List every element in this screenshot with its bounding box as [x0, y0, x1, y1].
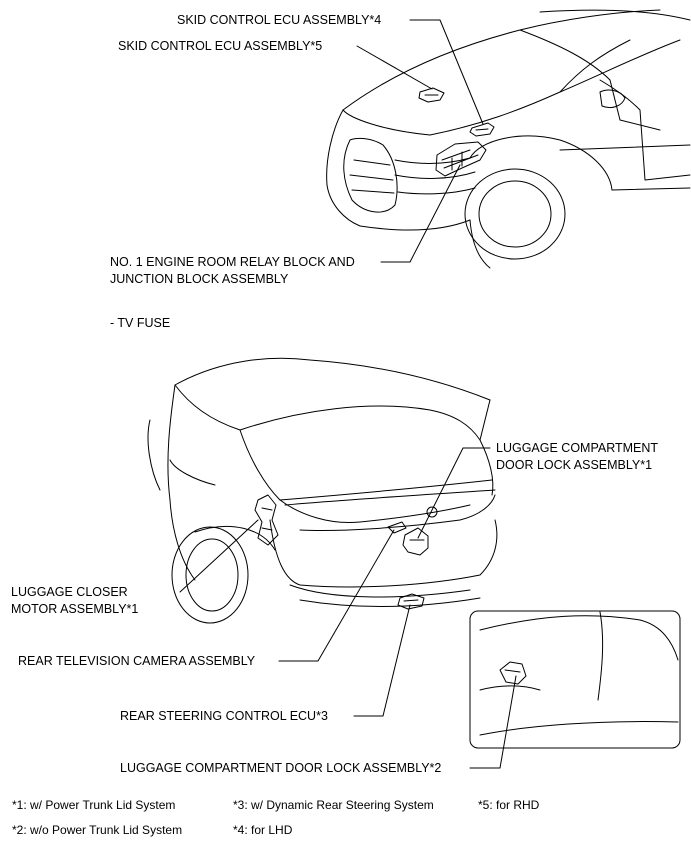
label-closer-motor-line2: MOTOR ASSEMBLY*1: [11, 602, 139, 616]
label-skid-control-ecu-rhd: SKID CONTROL ECU ASSEMBLY*5: [118, 39, 323, 53]
label-relay-block-line2: JUNCTION BLOCK ASSEMBLY: [110, 272, 289, 286]
closer-motor-part: [254, 494, 279, 546]
footnote-3: *3: w/ Dynamic Rear Steering System: [233, 798, 434, 812]
label-tv-fuse: - TV FUSE: [110, 316, 171, 330]
label-rear-steering-ecu: REAR STEERING CONTROL ECU*3: [120, 709, 328, 723]
leader-lines: [179, 19, 517, 769]
skid-ecu-rhd-part: [418, 87, 445, 103]
footnote-2: *2: w/o Power Trunk Lid System: [12, 823, 183, 837]
door-lock-2-part: [499, 661, 527, 685]
footnote-4: *4: for LHD: [233, 823, 293, 837]
label-rear-camera: REAR TELEVISION CAMERA ASSEMBLY: [18, 654, 256, 668]
skid-ecu-lhd-part: [469, 122, 495, 137]
relay-block-part: [435, 141, 487, 177]
label-relay-block-line1: NO. 1 ENGINE ROOM RELAY BLOCK AND: [110, 255, 355, 269]
footnote-5: *5: for RHD: [478, 798, 540, 812]
rear-camera-part: [387, 521, 407, 534]
label-closer-motor-line1: LUGGAGE CLOSER: [11, 585, 128, 599]
rear-steering-ecu-part: [397, 593, 425, 610]
front-vehicle-illustration: [326, 9, 691, 269]
rear-vehicle-illustration: [147, 357, 498, 624]
label-door-lock-2: LUGGAGE COMPARTMENT DOOR LOCK ASSEMBLY*2: [120, 761, 442, 775]
door-lock-1-part: [402, 527, 429, 556]
footnote-1: *1: w/ Power Trunk Lid System: [12, 798, 176, 812]
inset-detail: [469, 610, 681, 749]
label-door-lock-1-line2: DOOR LOCK ASSEMBLY*1: [496, 458, 653, 472]
label-skid-control-ecu-lhd: SKID CONTROL ECU ASSEMBLY*4: [177, 13, 382, 27]
label-door-lock-1-line1: LUGGAGE COMPARTMENT: [496, 441, 659, 455]
